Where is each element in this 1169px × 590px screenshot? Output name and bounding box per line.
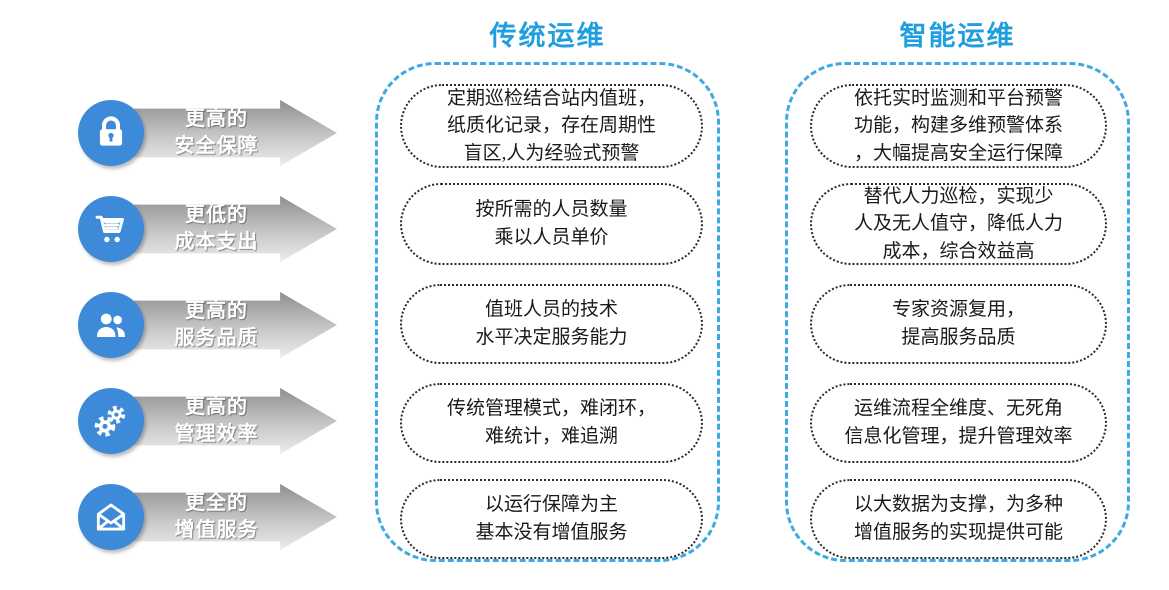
cart-icon <box>78 196 144 262</box>
traditional-bubble-service: 值班人员的技术 水平决定服务能力 <box>400 284 703 364</box>
category-label-line1: 更高的 <box>185 300 248 322</box>
intelligent-bubble-security: 依托实时监测和平台预警 功能，构建多维预警体系 ，大幅提高安全运行保障 <box>810 84 1107 168</box>
intelligent-bubble-value: 以大数据为支撑，为多种 增值服务的实现提供可能 <box>810 479 1107 559</box>
category-label-line2: 服务品质 <box>174 327 259 349</box>
users-icon <box>78 292 144 358</box>
category-label-line2: 管理效率 <box>174 423 259 445</box>
category-label-line1: 更全的 <box>185 492 248 514</box>
category-arrow: 更高的 安全保障 <box>100 100 337 166</box>
intelligent-bubble-service: 专家资源复用， 提高服务品质 <box>810 284 1107 364</box>
intelligent-ops-title: 智能运维 <box>899 21 1016 51</box>
lock-icon <box>78 100 144 166</box>
traditional-bubble-cost: 按所需的人员数量 乘以人员单价 <box>400 183 703 265</box>
traditional-bubble-management: 传统管理模式，难闭环， 难统计，难追溯 <box>400 383 703 463</box>
category-label-line2: 安全保障 <box>174 135 259 157</box>
category-label-line2: 成本支出 <box>174 231 259 253</box>
category-label-line1: 更高的 <box>185 396 248 418</box>
category-label-line1: 更低的 <box>185 204 248 226</box>
traditional-bubble-security: 定期巡检结合站内值班， 纸质化记录，存在周期性 盲区,人为经验式预警 <box>400 84 703 168</box>
category-label-line2: 增值服务 <box>174 519 259 541</box>
category-label-line1: 更高的 <box>185 108 248 130</box>
envelope-icon <box>78 484 144 550</box>
traditional-ops-title: 传统运维 <box>489 21 606 51</box>
intelligent-bubble-management: 运维流程全维度、无死角 信息化管理，提升管理效率 <box>810 383 1107 463</box>
traditional-bubble-value: 以运行保障为主 基本没有增值服务 <box>400 479 703 559</box>
intelligent-bubble-cost: 替代人力巡检，实现少 人及无人值守，降低人力 成本，综合效益高 <box>810 183 1107 265</box>
gears-icon <box>78 388 144 454</box>
